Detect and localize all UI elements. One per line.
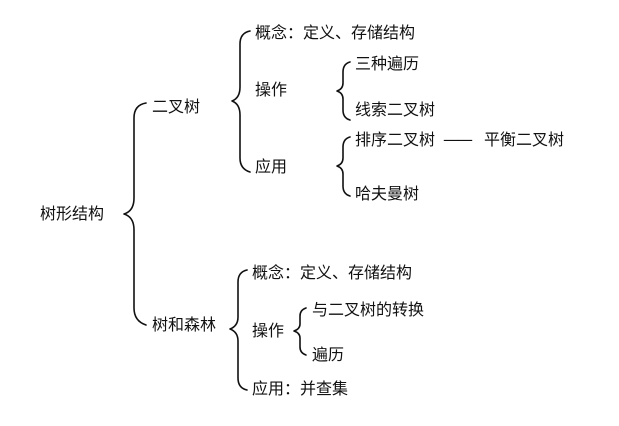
forest-op-traversal: 遍历: [312, 345, 345, 364]
brace-forest: [229, 269, 248, 391]
brace-root: [123, 102, 147, 326]
bt-concept: 概念：定义、存储结构: [255, 23, 416, 42]
brace-forest-operation: [293, 307, 307, 356]
bt-app-balanced-tree: 平衡二叉树: [484, 130, 565, 149]
brace-bt-application: [336, 136, 351, 197]
forest-concept: 概念：定义、存储结构: [252, 263, 413, 282]
bt-op-traversal: 三种遍历: [355, 54, 420, 73]
forest-label: 树和森林: [152, 315, 217, 334]
forest-operation-label: 操作: [252, 321, 285, 340]
brace-bt-operation: [336, 61, 351, 121]
binary-tree-label: 二叉树: [152, 97, 201, 116]
bt-application-label: 应用: [255, 157, 288, 176]
bt-app-huffman: 哈夫曼树: [355, 184, 420, 203]
bt-op-threaded: 线索二叉树: [355, 100, 436, 119]
bt-app-sort-tree: 排序二叉树: [355, 130, 436, 149]
forest-application: 应用：并查集: [252, 379, 349, 398]
bt-operation-label: 操作: [255, 80, 288, 99]
forest-op-convert: 与二叉树的转换: [312, 300, 425, 319]
root-label: 树形结构: [40, 204, 105, 223]
bt-app-dash: ——: [443, 130, 473, 149]
brace-binary-tree: [231, 30, 251, 173]
